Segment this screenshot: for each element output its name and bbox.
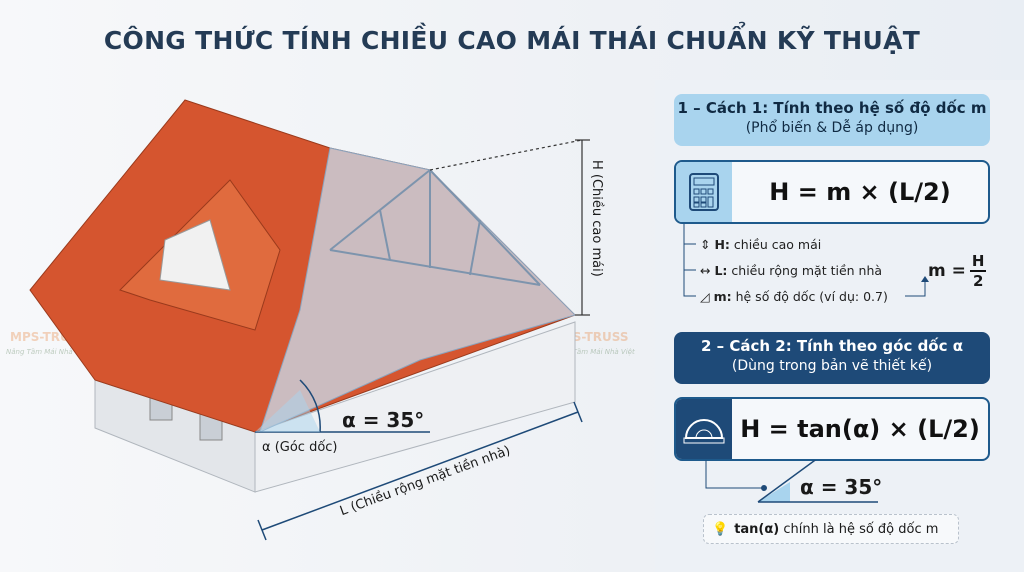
truss-lines (329, 169, 541, 286)
height-icon: ⇕ (700, 237, 715, 252)
angle-label: α (Góc dốc) (262, 440, 338, 455)
watermark-slogan: Nâng Tầm Mái Nhà Việt (552, 348, 635, 356)
method1-formula-box: H = m × (L/2) (674, 160, 990, 224)
method2-heading: 2 – Cách 2: Tính theo góc dốc α (700, 337, 964, 355)
width-icon: ↔ (700, 263, 715, 278)
watermark-slogan: Nâng Tầm Mái Nhà Việt (6, 348, 89, 356)
method2-subheading: (Dùng trong bản vẽ thiết kế) (731, 358, 933, 374)
calculator-icon (676, 162, 732, 222)
tip-box: 💡 tan(α) chính là hệ số độ dốc m (703, 514, 959, 544)
height-label: H (Chiều cao mái) (589, 160, 604, 277)
page-title: CÔNG THỨC TÍNH CHIỀU CAO MÁI THÁI CHUẨN … (103, 26, 921, 55)
method1-heading: 1 – Cách 1: Tính theo hệ số độ dốc m (677, 99, 987, 117)
height-dimension (429, 139, 590, 316)
m-arrow (905, 276, 929, 297)
legend-m: ◿ m: hệ số độ dốc (ví dụ: 0.7) (700, 289, 888, 304)
protractor-icon (676, 399, 732, 459)
roof (29, 99, 576, 433)
method2-formula-box: H = tan(α) × (L/2) (674, 397, 990, 461)
method2-formula: H = tan(α) × (L/2) (740, 415, 980, 443)
method1-header: 1 – Cách 1: Tính theo hệ số độ dốc m (Ph… (674, 94, 990, 146)
method2-header: 2 – Cách 2: Tính theo góc dốc α (Dùng tr… (674, 332, 990, 384)
legend-l: ↔ L: chiều rộng mặt tiền nhà (700, 263, 883, 278)
method1-subheading: (Phổ biến & Dễ áp dụng) (745, 120, 919, 136)
lightbulb-icon: 💡 (712, 521, 729, 537)
angle-connector (705, 460, 878, 503)
legend-connector (683, 224, 696, 297)
angle-marker (255, 379, 430, 433)
width-dimension (257, 401, 583, 541)
house-diagram (29, 99, 590, 541)
slope-icon: ◿ (700, 289, 714, 304)
method2-angle-value: α = 35° (800, 475, 883, 499)
method1-formula: H = m × (L/2) (769, 178, 951, 206)
angle-value: α = 35° (342, 408, 425, 432)
legend-h: ⇕ H: chiều cao mái (700, 237, 822, 252)
